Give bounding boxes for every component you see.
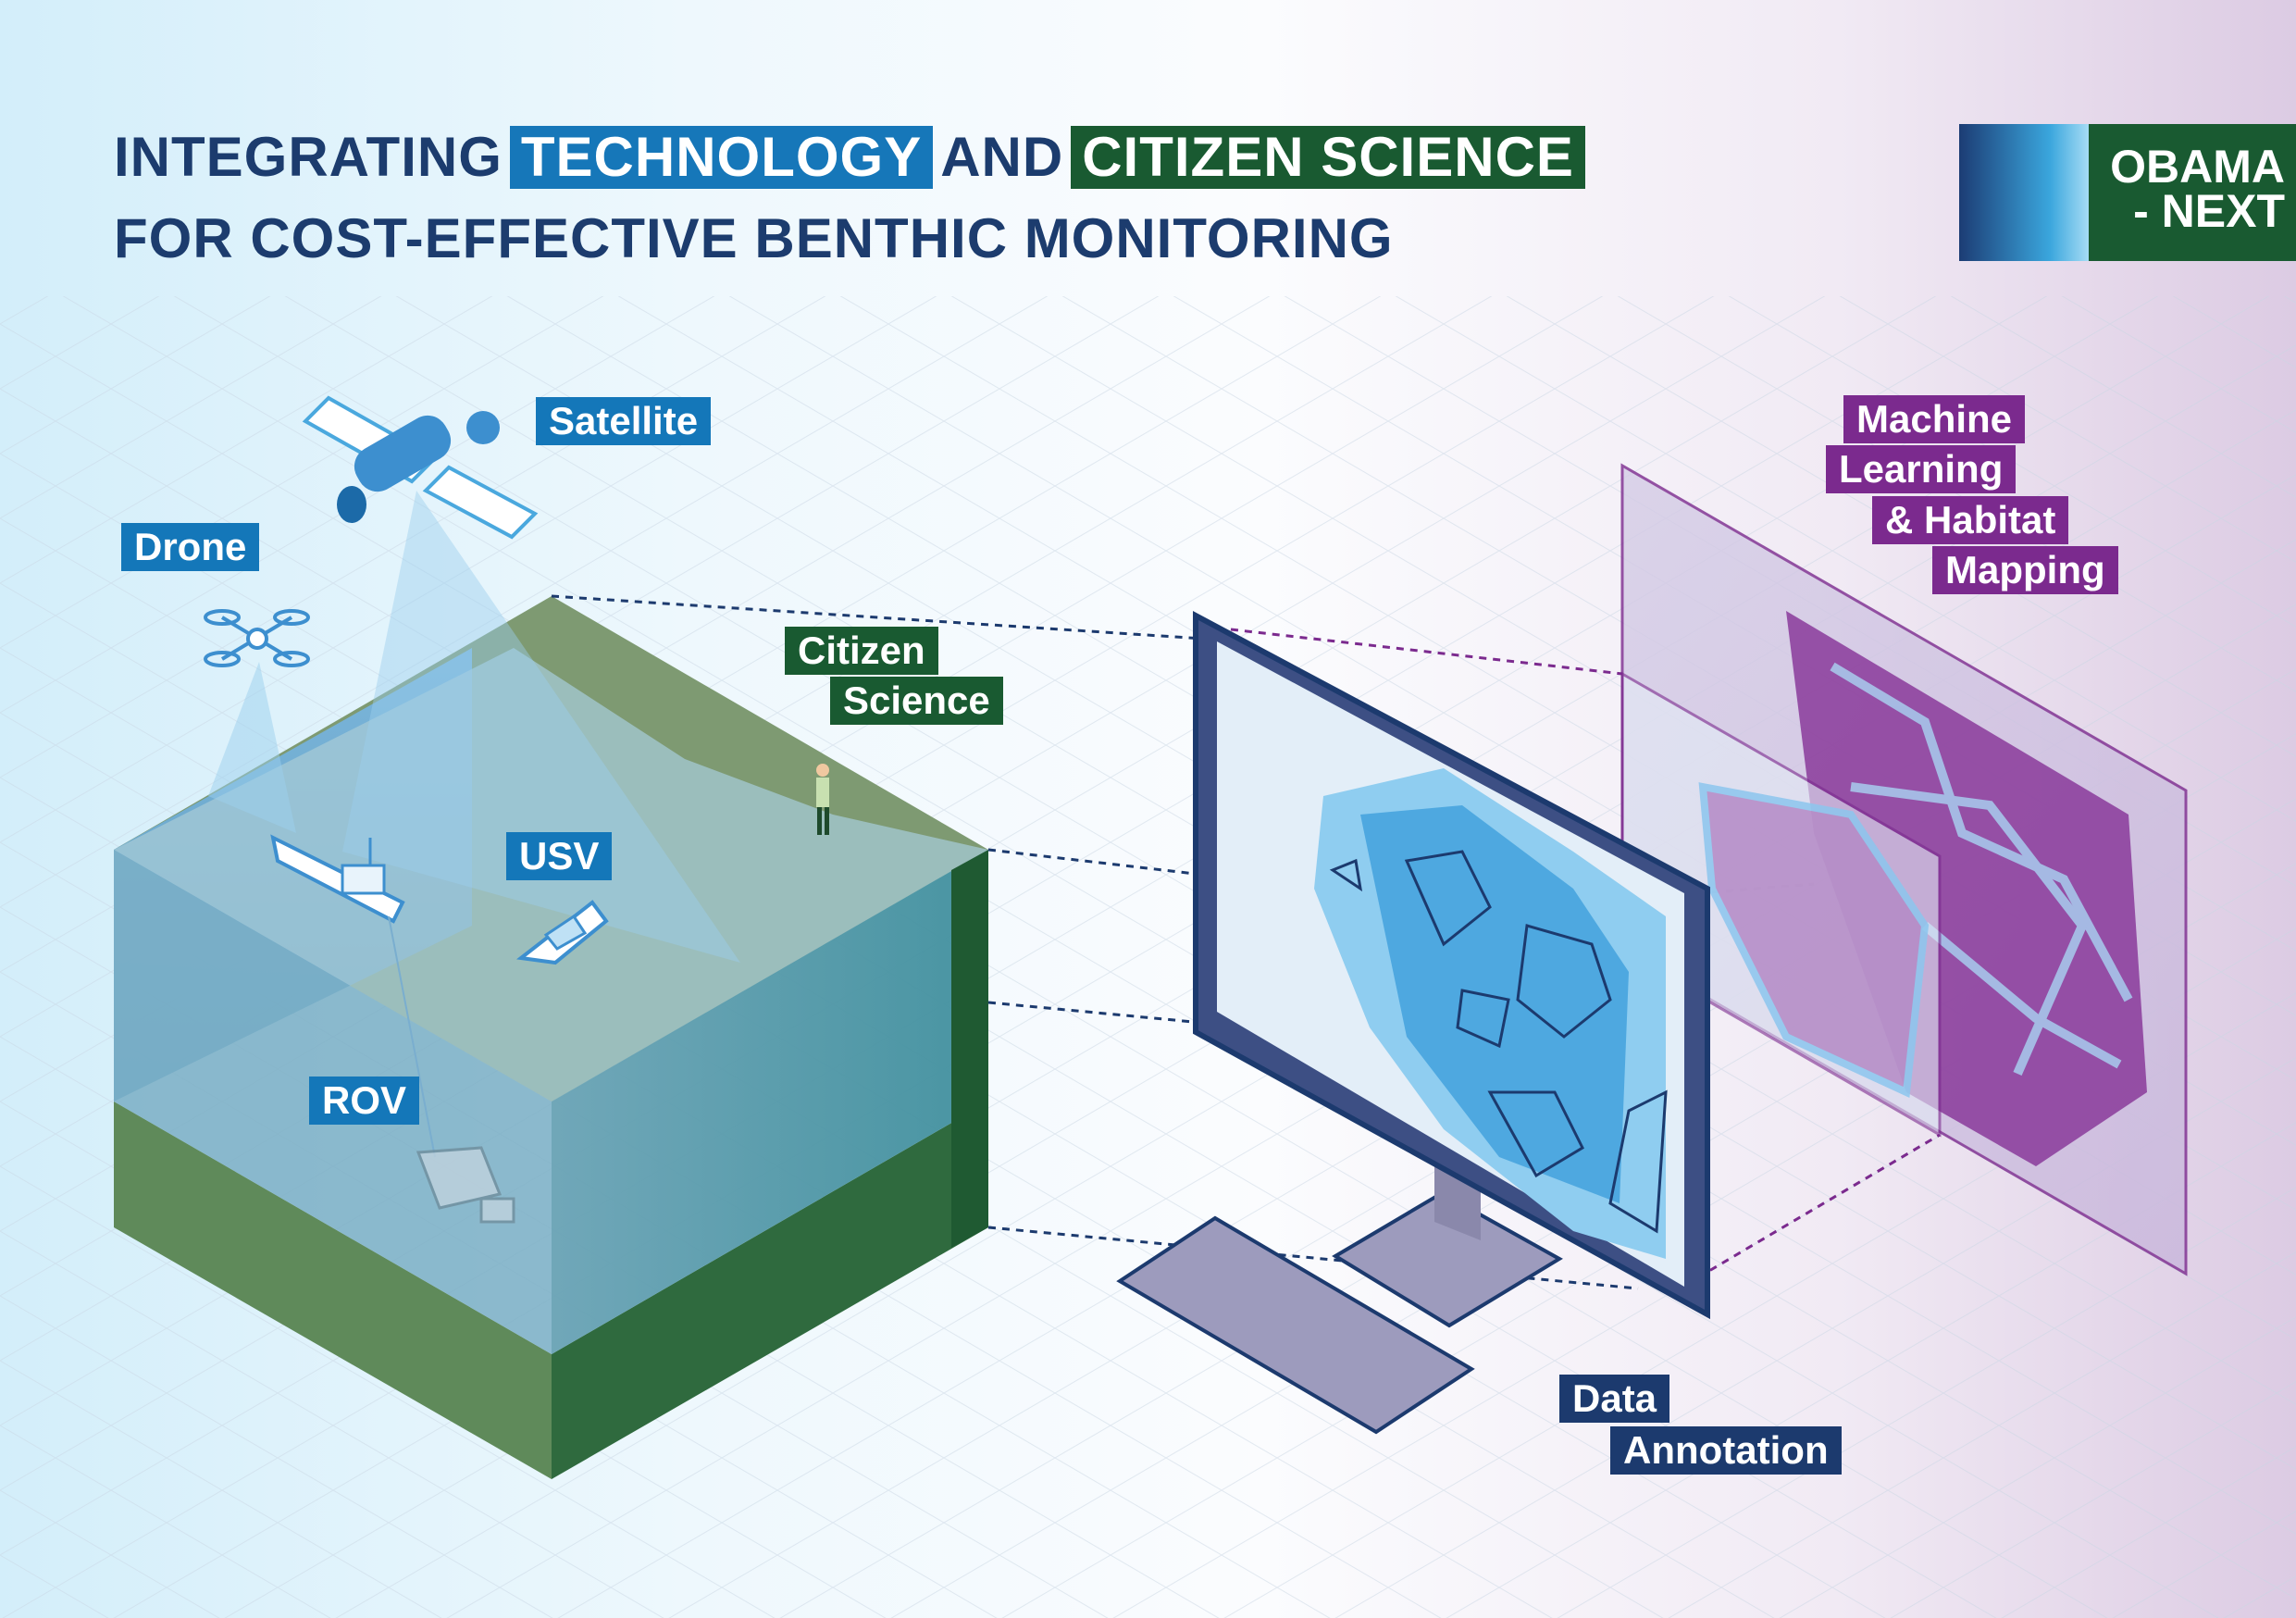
- label-science: Science: [830, 677, 1003, 725]
- computer-monitor: [1193, 610, 1710, 1328]
- citizen-person-icon: [816, 764, 829, 835]
- rov-tether: [388, 915, 436, 1158]
- label-rov: ROV: [309, 1077, 420, 1125]
- label-habitat: & Habitat: [1872, 496, 2069, 544]
- label-citizen: Citizen: [785, 627, 938, 675]
- label-drone: Drone: [121, 523, 260, 571]
- usv-icon: [516, 900, 609, 965]
- block-right-face-water: [552, 850, 988, 1354]
- label-data: Data: [1559, 1375, 1670, 1423]
- label-usv: USV: [506, 832, 613, 880]
- rov-icon: [416, 1146, 515, 1224]
- label-learning: Learning: [1826, 445, 2017, 493]
- title-highlight-technology: TECHNOLOGY: [509, 126, 934, 189]
- satellite-beam: [342, 491, 740, 963]
- block-edge-strip: [951, 850, 988, 1248]
- block-right-face-sediment: [552, 1101, 988, 1479]
- label-mapping: Mapping: [1932, 546, 2118, 594]
- satellite-icon: [302, 395, 539, 540]
- label-annotation: Annotation: [1610, 1426, 1842, 1475]
- monitor-stand-base: [1332, 1190, 1563, 1328]
- logo-gradient-block: [1959, 124, 2089, 261]
- logo-line-2: - NEXT: [2133, 185, 2285, 237]
- title-line-2: FOR COST-EFFECTIVE BENTHIC MONITORING: [114, 207, 1394, 269]
- block-left-face-sediment: [114, 1101, 552, 1479]
- logo-text: OBAMA - NEXT: [2110, 141, 2285, 237]
- drone-beam: [208, 662, 296, 833]
- title-prefix: INTEGRATING: [114, 126, 503, 188]
- label-machine: Machine: [1843, 395, 2026, 443]
- label-satellite: Satellite: [536, 397, 712, 445]
- keyboard: [1116, 1215, 1475, 1435]
- obama-next-logo: OBAMA - NEXT: [1959, 124, 2296, 261]
- logo-line-1: OBAMA: [2110, 141, 2285, 193]
- habitat-map-panels: [1620, 463, 2188, 1276]
- drone-icon: [204, 609, 310, 667]
- title-highlight-citizen-science: CITIZEN SCIENCE: [1071, 126, 1585, 189]
- title-and: AND: [940, 126, 1064, 188]
- research-boat-icon: [270, 834, 405, 924]
